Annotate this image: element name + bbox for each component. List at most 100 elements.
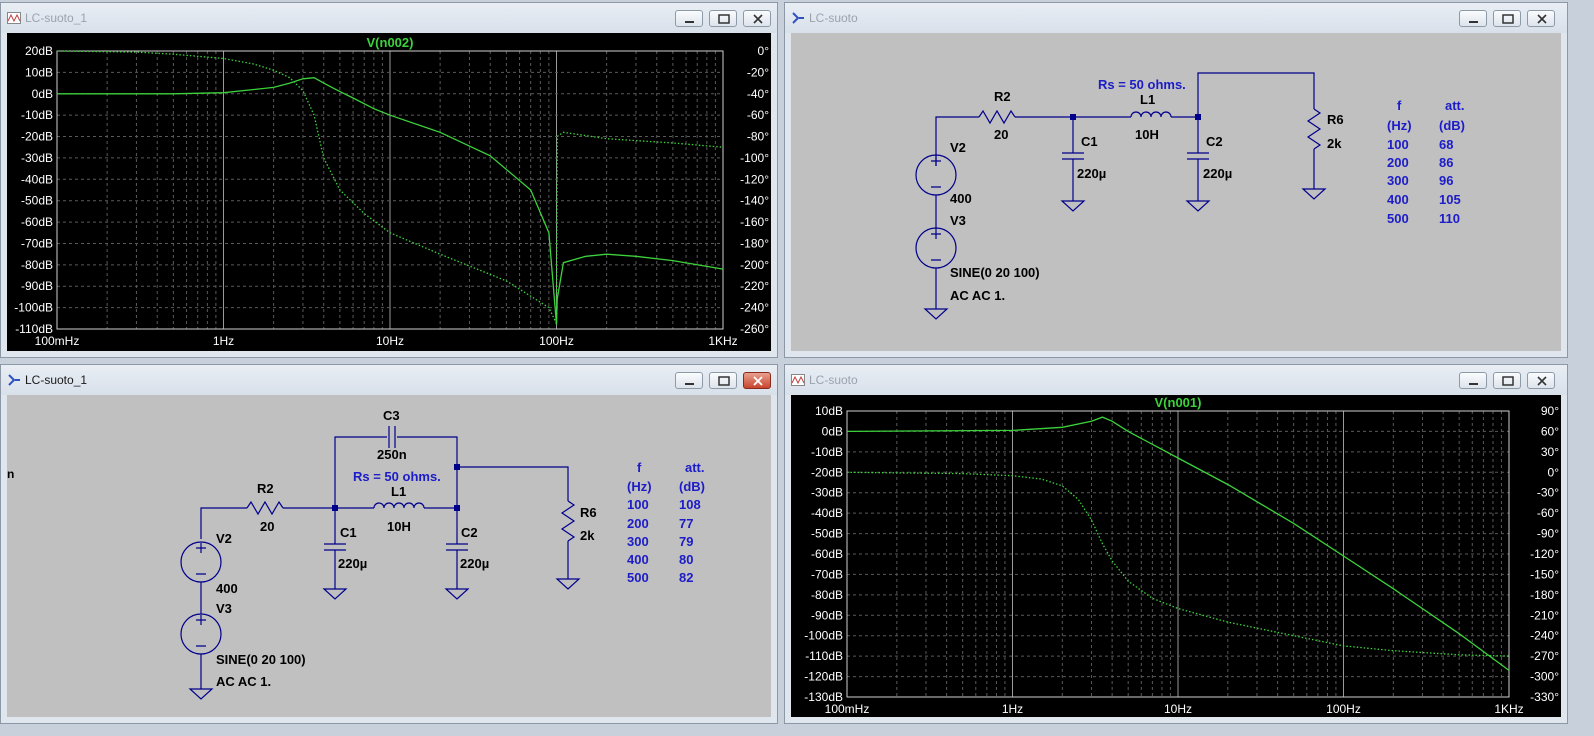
table-header-f: f bbox=[1397, 98, 1402, 113]
table-row-att: 68 bbox=[1439, 137, 1453, 152]
r2-resistor bbox=[246, 500, 284, 516]
junction-dot bbox=[454, 505, 460, 511]
r6-value: 2k bbox=[580, 528, 595, 543]
c2-value: 220µ bbox=[1203, 166, 1232, 181]
trace-title[interactable]: V(n001) bbox=[1155, 395, 1202, 410]
y-tick-label: -80dB bbox=[811, 588, 843, 602]
c2-label: C2 bbox=[1206, 134, 1223, 149]
schematic-canvas[interactable]: R2 20 C1 220µ L1 10H C2 220µ R6 2k V2 40… bbox=[791, 33, 1561, 351]
y-tick-label: -20dB bbox=[21, 130, 53, 144]
table-row-att: 108 bbox=[679, 497, 701, 512]
close-button[interactable] bbox=[743, 372, 771, 389]
table-header-att: att. bbox=[685, 460, 705, 475]
table-row-freq: 200 bbox=[1387, 155, 1409, 170]
title-bar[interactable]: LC-suoto_1 bbox=[1, 3, 777, 33]
schematic-window-top[interactable]: LC-suoto bbox=[784, 2, 1568, 358]
table-row-att: 96 bbox=[1439, 173, 1453, 188]
l1-value: 10H bbox=[387, 519, 411, 534]
table-row-att: 82 bbox=[679, 570, 693, 585]
close-button[interactable] bbox=[1527, 10, 1555, 27]
phase-tick-label: -180° bbox=[1530, 588, 1559, 602]
y-tick-label: -120dB bbox=[804, 670, 843, 684]
ac-directive: AC AC 1. bbox=[216, 674, 271, 689]
schematic-window-bottom[interactable]: LC-suoto_1 n bbox=[0, 364, 778, 724]
y-tick-label: -40dB bbox=[811, 506, 843, 520]
l1-value: 10H bbox=[1135, 127, 1159, 142]
table-row-freq: 400 bbox=[1387, 192, 1409, 207]
schematic-drawing[interactable]: C3 250n R2 20 C1 220µ L1 10H C2 220µ R6 … bbox=[7, 395, 771, 717]
ground-symbol bbox=[1301, 188, 1327, 200]
y-tick-label: 0dB bbox=[32, 87, 53, 101]
table-header-f: f bbox=[637, 460, 642, 475]
schematic-drawing[interactable]: R2 20 C1 220µ L1 10H C2 220µ R6 2k V2 40… bbox=[791, 33, 1561, 351]
c3-label: C3 bbox=[383, 408, 400, 423]
x-tick-label: 100Hz bbox=[539, 334, 574, 348]
minimize-button[interactable] bbox=[675, 10, 703, 27]
waveform-window-icon bbox=[7, 12, 21, 24]
magnitude-trace[interactable] bbox=[846, 416, 1510, 671]
y-tick-label: -50dB bbox=[21, 194, 53, 208]
phase-trace[interactable] bbox=[846, 471, 1510, 657]
title-bar[interactable]: LC-suoto bbox=[785, 365, 1567, 395]
junction-dot bbox=[332, 505, 338, 511]
y-tick-label: -90dB bbox=[21, 279, 53, 293]
y-tick-label: -70dB bbox=[811, 567, 843, 581]
phase-tick-label: -240° bbox=[1530, 629, 1559, 643]
ground-symbol bbox=[188, 688, 214, 700]
phase-tick-label: -150° bbox=[1530, 567, 1559, 581]
y-tick-label: -20dB bbox=[811, 465, 843, 479]
v2-value: 400 bbox=[216, 581, 238, 596]
c1-capacitor bbox=[324, 543, 346, 551]
phase-tick-label: -270° bbox=[1530, 649, 1559, 663]
phase-tick-label: -260° bbox=[740, 322, 769, 336]
x-tick-label: 10Hz bbox=[1164, 702, 1192, 716]
phase-tick-label: -210° bbox=[1530, 608, 1559, 622]
maximize-button[interactable] bbox=[709, 372, 737, 389]
phase-tick-label: 0° bbox=[758, 44, 770, 58]
close-button[interactable] bbox=[1527, 372, 1555, 389]
phase-tick-label: -20° bbox=[747, 65, 769, 79]
minimize-button[interactable] bbox=[675, 372, 703, 389]
ground-symbol bbox=[444, 588, 470, 600]
v3-label: V3 bbox=[950, 213, 966, 228]
trace-title[interactable]: V(n002) bbox=[367, 35, 414, 50]
title-bar[interactable]: LC-suoto_1 bbox=[1, 365, 777, 395]
y-tick-label: 0dB bbox=[822, 424, 843, 438]
phase-tick-label: -90° bbox=[1537, 527, 1559, 541]
minimize-button[interactable] bbox=[1459, 372, 1487, 389]
y-tick-label: 20dB bbox=[25, 44, 53, 58]
phase-tick-label: -60° bbox=[1537, 506, 1559, 520]
phase-tick-label: -240° bbox=[740, 301, 769, 315]
schematic-canvas[interactable]: n bbox=[7, 395, 771, 717]
y-tick-label: -10dB bbox=[21, 108, 53, 122]
x-tick-label: 1KHz bbox=[1494, 702, 1523, 716]
y-tick-label: 10dB bbox=[815, 404, 843, 418]
maximize-button[interactable] bbox=[1493, 372, 1521, 389]
y-tick-label: -10dB bbox=[811, 445, 843, 459]
v2-value: 400 bbox=[950, 191, 972, 206]
r6-label: R6 bbox=[580, 505, 597, 520]
ground-symbol bbox=[923, 308, 949, 320]
v3-value: SINE(0 20 100) bbox=[216, 652, 306, 667]
magnitude-trace[interactable] bbox=[57, 77, 724, 325]
y-tick-label: 10dB bbox=[25, 65, 53, 79]
phase-trace[interactable] bbox=[56, 50, 724, 324]
maximize-button[interactable] bbox=[709, 10, 737, 27]
c1-value: 220µ bbox=[338, 556, 367, 571]
v2-label: V2 bbox=[950, 140, 966, 155]
maximize-button[interactable] bbox=[1493, 10, 1521, 27]
title-bar[interactable]: LC-suoto bbox=[785, 3, 1567, 33]
c2-label: C2 bbox=[461, 525, 478, 540]
y-tick-label: -110dB bbox=[805, 649, 843, 663]
r6-value: 2k bbox=[1327, 136, 1342, 151]
minimize-button[interactable] bbox=[1459, 10, 1487, 27]
rs-comment: Rs = 50 ohms. bbox=[353, 469, 441, 484]
l1-label: L1 bbox=[1140, 92, 1155, 107]
close-button[interactable] bbox=[743, 10, 771, 27]
